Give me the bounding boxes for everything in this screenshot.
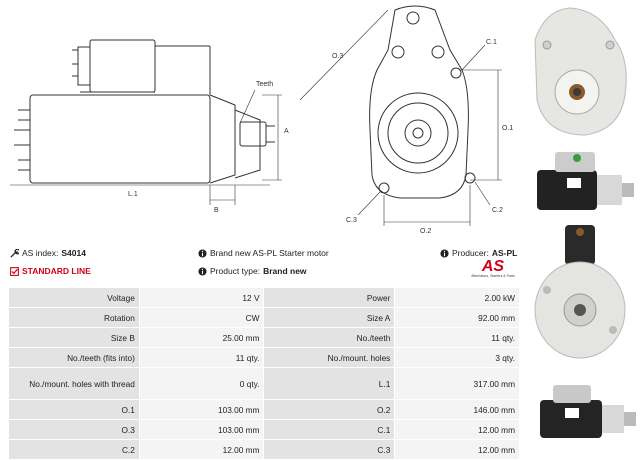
info-icon (198, 248, 207, 258)
solenoid (89, 39, 156, 93)
spec-value: 317.00 mm (395, 368, 519, 399)
spec-label: No./teeth (264, 328, 395, 347)
as-logo: AS Alternators, Starters & Parts (471, 258, 515, 279)
spec-label: C.3 (264, 440, 395, 459)
spec-label: Power (264, 288, 395, 307)
technical-drawing: Teeth A B L.1 O.3 C.1 O.1 C.3 O.2 C.2 (10, 5, 513, 235)
spec-label: Voltage (9, 288, 139, 307)
checkbox-icon (10, 266, 19, 276)
spec-value: CW (139, 308, 264, 327)
standard-line-row: STANDARD LINE (10, 266, 91, 276)
product-type-row: Product type: Brand new (198, 266, 307, 276)
product-type-value: Brand new (263, 266, 307, 276)
teeth-label: Teeth (256, 81, 273, 88)
spec-label: C.1 (264, 420, 395, 439)
brand-new-text: Brand new AS-PL Starter motor (210, 248, 329, 258)
spec-value: 146.00 mm (395, 400, 519, 419)
spec-value: 12 V (139, 288, 264, 307)
spec-value: 3 qty. (395, 348, 519, 367)
spec-label: O.2 (264, 400, 395, 419)
producer-row: Producer: AS-PL (440, 248, 517, 258)
spec-label: No./mount. holes with thread (9, 368, 139, 399)
spec-label: No./mount. holes (264, 348, 395, 367)
brand-new-row: Brand new AS-PL Starter motor (198, 248, 329, 258)
photo-front-solenoid (534, 225, 626, 359)
spec-value: 11 qty. (139, 348, 264, 367)
spec-value: 103.00 mm (139, 400, 264, 419)
dim-l1-label: L.1 (128, 191, 138, 198)
spec-value: 25.00 mm (139, 328, 264, 347)
spec-label: L.1 (264, 368, 395, 399)
spec-value: 2.00 kW (395, 288, 519, 307)
spec-label: O.1 (9, 400, 139, 419)
dim-c1-label: C.1 (486, 39, 497, 46)
flange-outline (369, 5, 469, 199)
standard-line-label: STANDARD LINE (22, 266, 91, 276)
dim-o1-label: O.1 (502, 125, 513, 132)
spec-label: O.3 (9, 420, 139, 439)
producer-value: AS-PL (491, 248, 518, 258)
dim-b-label: B (214, 207, 219, 214)
spec-value: 12.00 mm (139, 440, 264, 459)
spec-label: C.2 (9, 440, 139, 459)
as-index-value: S4014 (61, 248, 86, 258)
spec-label: Rotation (9, 308, 139, 327)
spec-label: No./teeth (fits into) (9, 348, 139, 367)
spec-value: 0 qty. (139, 368, 264, 399)
spec-value: 11 qty. (395, 328, 519, 347)
spec-value: 92.00 mm (395, 308, 519, 327)
dim-a-label: A (284, 128, 289, 135)
producer-label: Producer: (452, 248, 489, 258)
spec-label: Size A (264, 308, 395, 327)
info-icon (198, 266, 207, 276)
spec-value: 12.00 mm (395, 420, 519, 439)
spec-value: 12.00 mm (395, 440, 519, 459)
photo-side-view (537, 152, 634, 210)
photo-side-view-2 (540, 385, 636, 438)
product-photos (534, 7, 636, 438)
spec-label: Size B (9, 328, 139, 347)
spec-value: 103.00 mm (139, 420, 264, 439)
dim-o3-label: O.3 (332, 53, 343, 60)
product-type-label: Product type: (210, 266, 261, 276)
photo-front-view (534, 7, 627, 136)
dim-o2-label: O.2 (420, 228, 431, 235)
wrench-icon (10, 248, 19, 258)
info-icon (440, 248, 449, 258)
as-index-row: AS index: S4014 (10, 248, 86, 258)
dim-c2-label: C.2 (492, 207, 503, 214)
motor-body (29, 94, 211, 184)
spec-row: No./teeth (fits into)11 qty.No./mount. h… (9, 348, 519, 367)
as-index-label: AS index: (22, 248, 59, 258)
dim-c3-label: C.3 (346, 217, 357, 224)
